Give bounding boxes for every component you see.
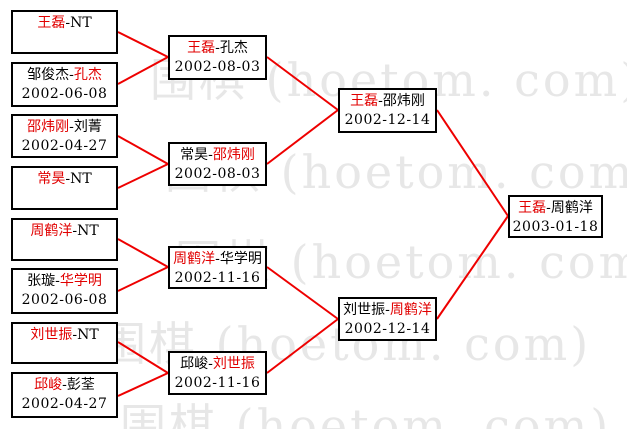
match-players: 常昊-邵炜刚 bbox=[170, 146, 265, 165]
match-players: 王磊-NT bbox=[13, 14, 116, 33]
player-name: 张璇 bbox=[27, 273, 56, 289]
player-name: 邱峻 bbox=[180, 356, 209, 372]
match-players: 张璇-华学明 bbox=[13, 272, 116, 291]
player-name: 王磊 bbox=[518, 200, 547, 216]
match-players: 邹俊杰-孔杰 bbox=[13, 66, 116, 85]
player-name: 刘菁 bbox=[73, 119, 102, 135]
match-date: 2002-12-14 bbox=[344, 112, 431, 128]
match-box-r2-2: 常昊-邵炜刚 2002-08-03 bbox=[168, 142, 267, 186]
vs-dash: - bbox=[378, 93, 383, 109]
player-name: 常昊 bbox=[180, 147, 209, 163]
match-date: 2002-08-03 bbox=[174, 166, 261, 182]
match-players: 王磊-孔杰 bbox=[170, 39, 265, 58]
match-date: 2002-11-16 bbox=[174, 375, 261, 391]
match-box-r1-4: 常昊-NT bbox=[11, 166, 118, 210]
match-players: 邵炜刚-刘菁 bbox=[13, 118, 116, 137]
vs-dash: - bbox=[546, 200, 551, 216]
player-name: 周鹤洋 bbox=[30, 223, 73, 239]
match-players: 周鹤洋-华学明 bbox=[170, 250, 265, 269]
player-name: 彭荃 bbox=[66, 377, 95, 393]
player-name: 邵炜刚 bbox=[27, 119, 70, 135]
match-box-r2-4: 邱峻-刘世振 2002-11-16 bbox=[168, 351, 267, 395]
match-date: 2003-01-18 bbox=[512, 219, 599, 235]
player-name: 邱峻 bbox=[34, 377, 63, 393]
player-name: 王磊 bbox=[187, 40, 216, 56]
match-date: 2002-04-27 bbox=[21, 396, 108, 412]
match-box-r1-8: 邱峻-彭荃 2002-04-27 bbox=[11, 372, 118, 418]
player-name: NT bbox=[77, 327, 99, 343]
vs-dash: - bbox=[72, 223, 78, 239]
vs-dash: - bbox=[65, 171, 71, 187]
player-name: 孔杰 bbox=[73, 67, 102, 83]
vs-dash: - bbox=[385, 302, 390, 318]
player-name: 孔杰 bbox=[219, 40, 248, 56]
match-box-r2-1: 王磊-孔杰 2002-08-03 bbox=[168, 35, 267, 80]
vs-dash: - bbox=[69, 119, 74, 135]
match-box-r1-6: 张璇-华学明 2002-06-08 bbox=[11, 268, 118, 314]
match-date: 2002-11-16 bbox=[174, 270, 261, 286]
player-name: 常昊 bbox=[37, 171, 66, 187]
match-date: 2002-12-14 bbox=[344, 321, 431, 337]
vs-dash: - bbox=[215, 251, 220, 267]
match-date: 2002-08-03 bbox=[174, 59, 261, 75]
player-name: 刘世振 bbox=[30, 327, 73, 343]
player-name: 邵炜刚 bbox=[382, 93, 425, 109]
player-name: 华学明 bbox=[219, 251, 262, 267]
match-players: 周鹤洋-NT bbox=[13, 222, 116, 241]
match-box-r1-1: 王磊-NT bbox=[11, 10, 118, 54]
match-date: 2002-04-27 bbox=[21, 138, 108, 154]
vs-dash: - bbox=[65, 15, 71, 31]
match-players: 刘世振-NT bbox=[13, 326, 116, 345]
match-box-sf-2: 刘世振-周鹤洋 2002-12-14 bbox=[338, 297, 437, 341]
player-name: 刘世振 bbox=[212, 356, 255, 372]
player-name: NT bbox=[70, 15, 92, 31]
player-name: 刘世振 bbox=[343, 302, 386, 318]
match-box-final: 王磊-周鹤洋 2003-01-18 bbox=[508, 195, 603, 238]
match-box-r1-7: 刘世振-NT bbox=[11, 322, 118, 364]
match-players: 王磊-周鹤洋 bbox=[510, 199, 601, 218]
vs-dash: - bbox=[55, 273, 60, 289]
match-box-r1-5: 周鹤洋-NT bbox=[11, 218, 118, 261]
player-name: NT bbox=[70, 171, 92, 187]
match-box-sf-1: 王磊-邵炜刚 2002-12-14 bbox=[338, 88, 437, 133]
match-players: 常昊-NT bbox=[13, 170, 116, 189]
player-name: 周鹤洋 bbox=[550, 200, 593, 216]
vs-dash: - bbox=[215, 40, 220, 56]
vs-dash: - bbox=[62, 377, 67, 393]
player-name: 周鹤洋 bbox=[173, 251, 216, 267]
player-name: 邵炜刚 bbox=[212, 147, 255, 163]
match-players: 邱峻-彭荃 bbox=[13, 376, 116, 395]
player-name: NT bbox=[77, 223, 99, 239]
player-name: 王磊 bbox=[350, 93, 379, 109]
vs-dash: - bbox=[208, 147, 213, 163]
player-name: 周鹤洋 bbox=[389, 302, 432, 318]
match-players: 刘世振-周鹤洋 bbox=[340, 301, 435, 320]
match-players: 邱峻-刘世振 bbox=[170, 355, 265, 374]
watermark-text: 围棋 (hoetom. com) bbox=[120, 399, 612, 429]
player-name: 邹俊杰 bbox=[27, 67, 70, 83]
match-date: 2002-06-08 bbox=[21, 86, 108, 102]
match-box-r2-3: 周鹤洋-华学明 2002-11-16 bbox=[168, 246, 267, 289]
match-players: 王磊-邵炜刚 bbox=[340, 92, 435, 111]
match-box-r1-3: 邵炜刚-刘菁 2002-04-27 bbox=[11, 114, 118, 158]
vs-dash: - bbox=[208, 356, 213, 372]
match-box-r1-2: 邹俊杰-孔杰 2002-06-08 bbox=[11, 62, 118, 107]
match-date: 2002-06-08 bbox=[21, 292, 108, 308]
player-name: 王磊 bbox=[37, 15, 66, 31]
vs-dash: - bbox=[72, 327, 78, 343]
player-name: 华学明 bbox=[59, 273, 102, 289]
vs-dash: - bbox=[69, 67, 74, 83]
